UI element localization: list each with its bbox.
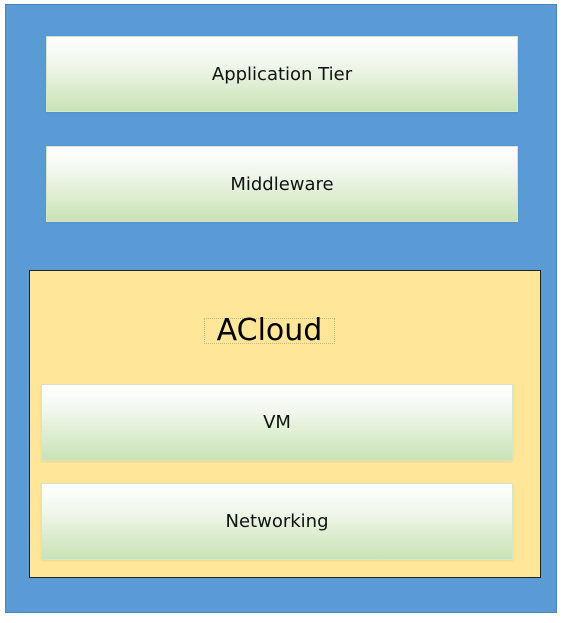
application-tier-box: Application Tier — [46, 36, 518, 112]
vm-label: VM — [263, 412, 291, 433]
networking-label: Networking — [225, 511, 329, 532]
acloud-title: ACloud — [204, 313, 335, 348]
vm-box: VM — [41, 384, 513, 461]
middleware-label: Middleware — [230, 173, 334, 195]
middleware-box: Middleware — [46, 146, 518, 222]
networking-box: Networking — [41, 483, 513, 560]
acloud-title-text: ACloud — [216, 313, 323, 348]
application-tier-label: Application Tier — [211, 63, 353, 85]
